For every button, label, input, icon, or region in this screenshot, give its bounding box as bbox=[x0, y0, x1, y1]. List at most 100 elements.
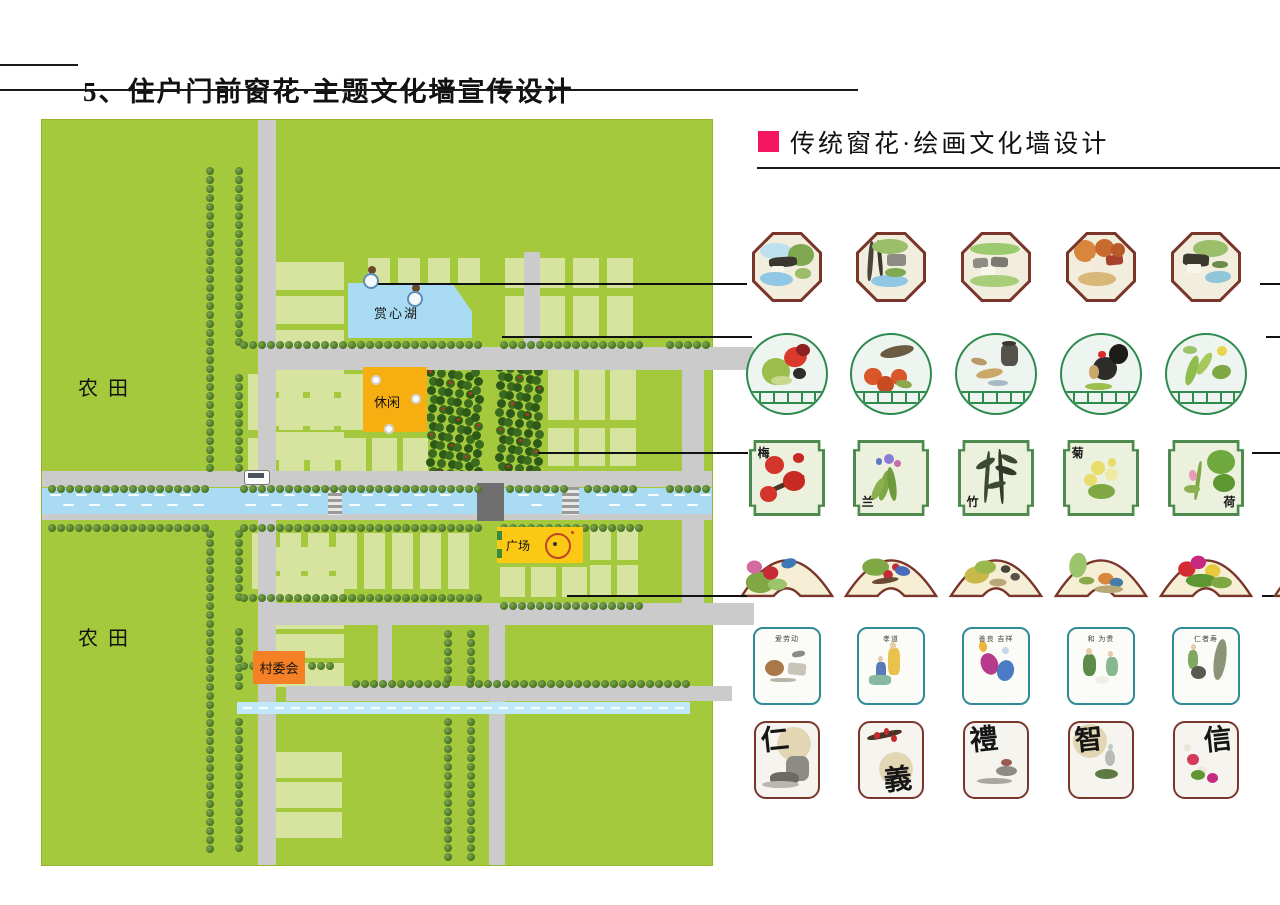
roadside-tree bbox=[509, 341, 517, 349]
grille-bar bbox=[905, 391, 908, 404]
medallion-octagon-ink-villages-1 bbox=[752, 232, 822, 302]
forest-tree bbox=[514, 446, 523, 455]
painting-stroke bbox=[1183, 743, 1192, 752]
river-wave bbox=[297, 504, 308, 506]
roadside-tree bbox=[551, 485, 559, 493]
painting-stroke bbox=[1091, 461, 1106, 476]
roadside-tree bbox=[444, 754, 452, 762]
leisure-square: 休闲 bbox=[363, 367, 427, 434]
grille-bar bbox=[787, 391, 789, 404]
roadside-tree bbox=[206, 566, 214, 574]
roadside-tree bbox=[276, 341, 284, 349]
roadside-tree bbox=[240, 341, 248, 349]
river-wave bbox=[102, 494, 113, 496]
roadside-tree bbox=[330, 594, 338, 602]
river-wave bbox=[440, 494, 451, 496]
river-wave bbox=[609, 504, 620, 506]
roadside-tree bbox=[294, 485, 302, 493]
painting-stroke bbox=[1187, 754, 1199, 766]
canal-wave bbox=[419, 707, 428, 709]
edge-cut-fan bbox=[1272, 586, 1280, 598]
roadside-tree bbox=[646, 680, 654, 688]
roadside-tree bbox=[684, 485, 692, 493]
medallion-circle-farm-windows-5 bbox=[1165, 333, 1247, 415]
roadside-tree bbox=[379, 680, 387, 688]
forest-tree bbox=[505, 391, 514, 400]
story-caption: 善良 吉祥 bbox=[978, 635, 1014, 643]
painting-stroke bbox=[762, 780, 800, 789]
roadside-tree bbox=[602, 485, 610, 493]
calligraphy-char: 禮 bbox=[968, 723, 1000, 758]
roadside-tree bbox=[447, 341, 455, 349]
plaza-gate-tab bbox=[497, 549, 502, 558]
roadside-tree bbox=[111, 524, 119, 532]
roadside-tree bbox=[444, 781, 452, 789]
roadside-tree bbox=[581, 524, 589, 532]
painting-stroke bbox=[1002, 646, 1009, 655]
roadside-tree bbox=[402, 594, 410, 602]
grille-bar bbox=[958, 402, 1034, 405]
roadside-tree bbox=[120, 485, 128, 493]
river-wave bbox=[362, 494, 373, 496]
forest-tree bbox=[495, 453, 504, 462]
forest-tree bbox=[466, 435, 475, 444]
bus bbox=[244, 470, 270, 485]
roadside-tree bbox=[357, 485, 365, 493]
roadside-tree bbox=[626, 602, 634, 610]
roadside-tree bbox=[511, 680, 519, 688]
roadside-tree bbox=[536, 341, 544, 349]
roadside-tree bbox=[258, 485, 266, 493]
river-wave bbox=[453, 504, 464, 506]
roadside-tree bbox=[312, 524, 320, 532]
forest-tree bbox=[516, 392, 525, 401]
roadside-tree bbox=[235, 257, 243, 265]
roadside-tree bbox=[444, 835, 452, 843]
forest-tree bbox=[453, 398, 462, 407]
river-wave bbox=[427, 504, 438, 506]
roadside-tree bbox=[326, 662, 334, 670]
roadside-tree bbox=[206, 185, 214, 193]
roadside-tree bbox=[599, 524, 607, 532]
painting-stroke bbox=[1212, 260, 1228, 269]
roadside-tree bbox=[456, 485, 464, 493]
painting-stroke bbox=[990, 256, 1008, 268]
forest-berry bbox=[507, 465, 510, 468]
canal-wave bbox=[259, 707, 268, 709]
roadside-tree bbox=[317, 662, 325, 670]
forest-tree bbox=[475, 395, 484, 404]
roadside-tree bbox=[303, 341, 311, 349]
flower-char: 荷 bbox=[1223, 495, 1236, 510]
roadside-tree bbox=[370, 680, 378, 688]
medallion-art bbox=[859, 235, 923, 299]
canal-wave bbox=[307, 707, 316, 709]
roadside-tree bbox=[666, 341, 674, 349]
roadside-tree bbox=[467, 853, 475, 861]
roadside-tree bbox=[429, 341, 437, 349]
forest-tree bbox=[471, 368, 480, 377]
forest-berry bbox=[519, 439, 522, 442]
roadside-tree bbox=[693, 341, 701, 349]
forest-tree bbox=[498, 462, 507, 471]
medallion-art bbox=[1167, 335, 1245, 413]
roadside-tree bbox=[249, 341, 257, 349]
roadside-tree bbox=[375, 485, 383, 493]
forest-tree bbox=[522, 393, 531, 402]
roadside-tree bbox=[475, 680, 483, 688]
grille-bar bbox=[1206, 391, 1208, 404]
roadside-tree bbox=[206, 365, 214, 373]
painting-stroke bbox=[999, 452, 1019, 466]
connector-line bbox=[538, 452, 748, 454]
forest-tree bbox=[439, 450, 448, 459]
forest-tree bbox=[517, 455, 526, 464]
roadside-tree bbox=[235, 584, 243, 592]
forest-tree bbox=[535, 430, 544, 439]
forest-tree bbox=[504, 418, 513, 427]
roadside-tree bbox=[206, 221, 214, 229]
roadside-tree bbox=[415, 680, 423, 688]
roadside-tree bbox=[366, 485, 374, 493]
canal-wave bbox=[547, 707, 556, 709]
roadside-tree bbox=[138, 485, 146, 493]
painting-stroke bbox=[875, 458, 882, 465]
building bbox=[279, 374, 303, 430]
roadside-tree bbox=[235, 248, 243, 256]
